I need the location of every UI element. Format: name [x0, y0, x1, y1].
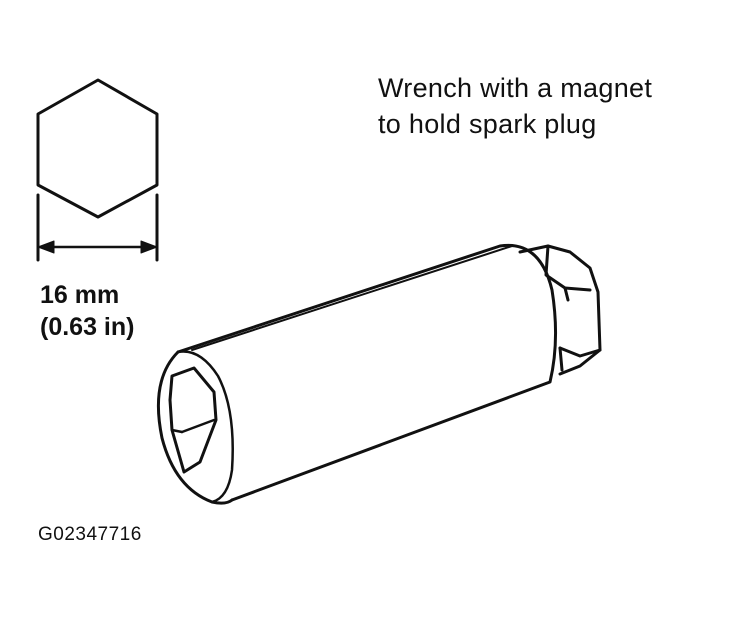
- socket-wrench-illustration: [156, 243, 602, 505]
- hexagon-end-view-icon: [36, 78, 159, 219]
- wrench-callout-text: Wrench with a magnet to hold spark plug: [378, 70, 652, 142]
- figure-code: G02347716: [38, 524, 142, 545]
- dimension-imperial: (0.63 in): [40, 313, 135, 341]
- callout-line-2: to hold spark plug: [378, 109, 597, 139]
- dimension-label: 16 mm (0.63 in): [40, 279, 134, 343]
- callout-line-1: Wrench with a magnet: [378, 73, 653, 103]
- dimension-metric: 16 mm: [40, 281, 120, 309]
- dimension-arrow: [36, 193, 159, 262]
